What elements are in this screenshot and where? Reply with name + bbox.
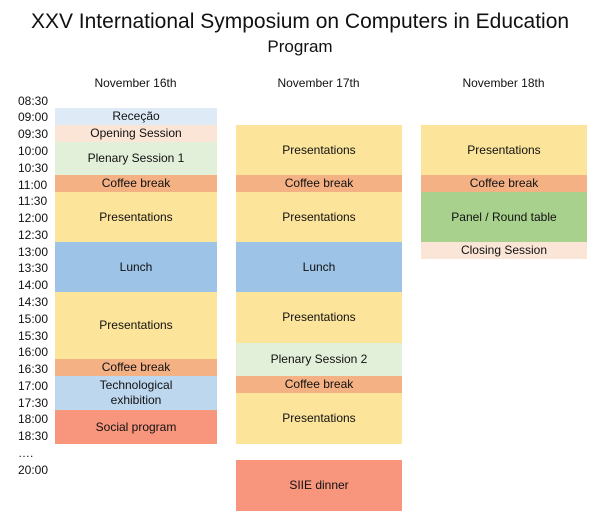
- time-label: 16:00: [18, 345, 49, 359]
- time-label: 18:30: [18, 429, 49, 443]
- presentations-block: Presentations: [236, 292, 402, 343]
- time-label: 18:00: [18, 412, 49, 426]
- time-label: 11:00: [18, 178, 48, 192]
- opening-session-block: Opening Session: [55, 125, 217, 142]
- day-header-3: November 18th: [462, 76, 545, 90]
- time-label: 12:00: [18, 211, 49, 225]
- plenary-session-block: Plenary Session 1: [55, 142, 217, 175]
- presentations-block: Presentations: [421, 125, 587, 175]
- time-label: 17:30: [18, 396, 49, 410]
- time-label: 17:00: [18, 379, 49, 393]
- page-title: XXV International Symposium on Computers…: [30, 10, 570, 33]
- time-label: 13:00: [18, 245, 49, 259]
- reception-block: Receção: [55, 108, 217, 125]
- presentations-block: Presentations: [55, 192, 217, 242]
- time-label: 09:00: [18, 110, 49, 124]
- closing-session-block: Closing Session: [421, 242, 587, 259]
- page-subtitle: Program: [267, 37, 333, 56]
- lunch-block: Lunch: [55, 242, 217, 292]
- time-label: 08:30: [18, 94, 49, 108]
- time-label: 10:00: [18, 144, 49, 158]
- time-label: 10:30: [18, 161, 49, 175]
- presentations-block: Presentations: [236, 393, 402, 444]
- coffee-break-block: Coffee break: [55, 359, 217, 376]
- plenary-session-block: Plenary Session 2: [236, 343, 402, 376]
- presentations-block: Presentations: [55, 292, 217, 359]
- time-label: 13:30: [18, 261, 49, 275]
- time-label: ….: [18, 446, 34, 460]
- coffee-break-block: Coffee break: [236, 175, 402, 192]
- presentations-block: Presentations: [236, 192, 402, 242]
- day-header-1: November 16th: [94, 76, 177, 90]
- coffee-break-block: Coffee break: [55, 175, 217, 192]
- social-program-block: Social program: [55, 410, 217, 444]
- coffee-break-block: Coffee break: [236, 376, 402, 393]
- lunch-block: Lunch: [236, 242, 402, 292]
- time-label: 15:30: [18, 329, 49, 343]
- time-label: 11:30: [18, 194, 48, 208]
- time-label: 09:30: [18, 127, 49, 141]
- day-header-2: November 17th: [277, 76, 360, 90]
- panel-round-table-block: Panel / Round table: [421, 192, 587, 242]
- time-label: 16:30: [18, 362, 49, 376]
- time-label: 20:00: [18, 463, 49, 477]
- time-label: 12:30: [18, 228, 49, 242]
- coffee-break-block: Coffee break: [421, 175, 587, 192]
- siie-dinner-block: SIIE dinner: [236, 460, 402, 511]
- time-label: 14:30: [18, 295, 49, 309]
- technological-exhibition-block: Technological exhibition: [55, 376, 217, 410]
- presentations-block: Presentations: [236, 125, 402, 175]
- time-label: 14:00: [18, 278, 49, 292]
- time-label: 15:00: [18, 312, 49, 326]
